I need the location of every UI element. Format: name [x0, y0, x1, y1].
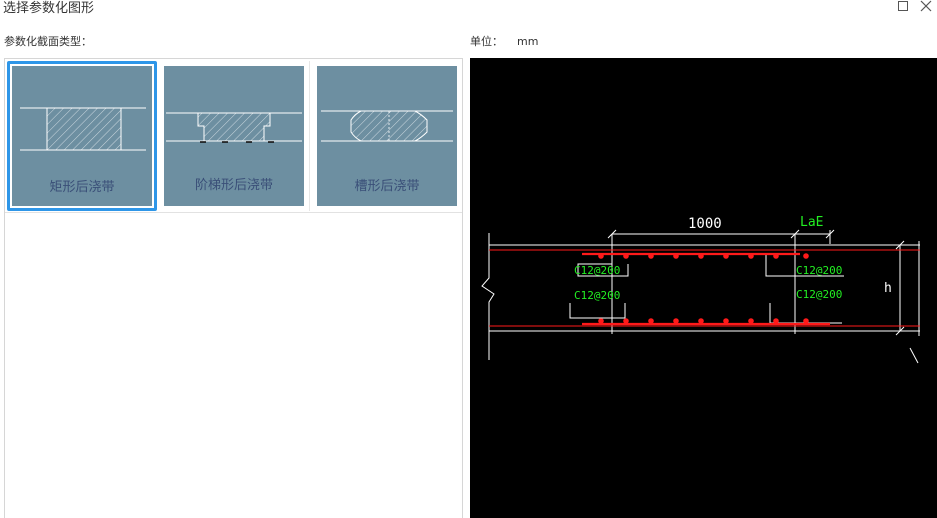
rebar-label-top-left: C12@200	[574, 264, 620, 277]
rebar-label-bottom-left: C12@200	[574, 289, 620, 302]
close-button[interactable]	[918, 0, 934, 14]
shape-thumbnail: 阶梯形后浇带	[164, 66, 304, 206]
shape-label: 槽形后浇带	[354, 179, 420, 194]
section-type-label: 参数化截面类型：	[4, 35, 92, 48]
maximize-icon	[898, 1, 908, 11]
post-pour-strip-drawing: 1000 LaE C12@200 C12@200 C12@200 C12@200…	[481, 215, 920, 364]
rebar-label-top-right: C12@200	[796, 264, 842, 277]
rectangular-section-icon	[20, 107, 146, 151]
rebar-label-bottom-right: C12@200	[796, 288, 842, 301]
width-dimension: 1000	[688, 216, 722, 232]
close-icon	[920, 0, 932, 12]
stepped-section-icon	[166, 112, 302, 143]
shape-label: 阶梯形后浇带	[194, 178, 273, 193]
grooved-section-icon	[321, 110, 453, 142]
shape-card-rectangular[interactable]: 矩形后浇带	[7, 61, 157, 211]
window-title: 选择参数化图形	[3, 1, 95, 16]
preview-canvas: 1000 LaE C12@200 C12@200 C12@200 C12@200…	[470, 58, 937, 518]
height-label: h	[884, 281, 892, 296]
unit-row: 单位： mm	[470, 33, 552, 49]
shape-thumbnail: 槽形后浇带	[317, 66, 457, 206]
shape-card-stepped[interactable]: 阶梯形后浇带	[160, 61, 310, 211]
shape-row: 矩形后浇带	[5, 59, 462, 213]
unit-label: 单位：	[470, 35, 503, 48]
shape-card-grooved[interactable]: 槽形后浇带	[313, 61, 463, 211]
rebar-dots	[598, 253, 809, 324]
unit-value: mm	[517, 35, 539, 48]
maximize-button[interactable]	[895, 0, 911, 14]
shape-thumbnail: 矩形后浇带	[12, 66, 152, 206]
title-bar: 选择参数化图形	[0, 0, 937, 22]
shape-gallery: 矩形后浇带	[4, 58, 463, 518]
lae-label: LaE	[800, 215, 823, 230]
shape-label: 矩形后浇带	[49, 180, 115, 195]
